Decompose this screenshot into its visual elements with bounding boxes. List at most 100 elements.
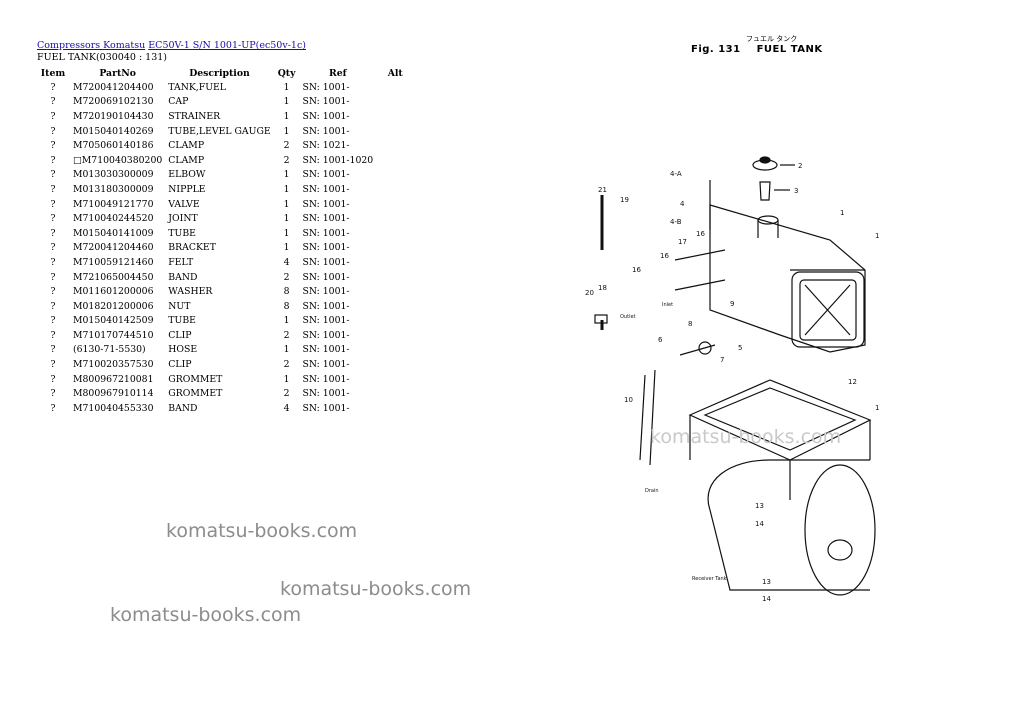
- watermark: komatsu-books.com: [110, 604, 302, 626]
- callout-13b: 13: [762, 578, 771, 586]
- callout-1: 1: [840, 209, 844, 217]
- cell-partno: M015040141009: [73, 227, 154, 239]
- label-inlet: Inlet: [662, 302, 673, 308]
- label-receiver-tank: Receiver Tank: [692, 576, 727, 582]
- cell-alt: [376, 80, 414, 95]
- cell-ref: SN: 1001-: [302, 329, 350, 341]
- cell-ref: SN: 1001-: [302, 198, 350, 210]
- cell-item: ?: [50, 402, 56, 414]
- cell-alt: [376, 182, 414, 197]
- watermark: komatsu-books.com: [166, 520, 358, 542]
- callout-16b: 16: [632, 266, 641, 274]
- cell-qty: 1: [283, 227, 290, 239]
- callout-4b: 4-B: [670, 218, 682, 226]
- cell-description: CLIP: [168, 329, 192, 341]
- cell-partno: M018201200006: [73, 300, 154, 312]
- cell-item: ?: [50, 373, 56, 385]
- breadcrumb-link-model[interactable]: EC50V-1 S/N 1001-UP(ec50v-1c): [148, 40, 307, 51]
- cell-partno: M710049121770: [73, 198, 154, 210]
- cell-ref: SN: 1001-: [302, 183, 350, 195]
- col-header-alt: Alt: [387, 67, 403, 79]
- cell-item: ?: [50, 256, 56, 268]
- callout-20: 20: [585, 289, 594, 297]
- cell-alt: [376, 226, 414, 241]
- cell-partno: M710040244520: [73, 213, 154, 225]
- cell-item: ?: [50, 286, 56, 298]
- cell-partno: M015040140269: [73, 125, 154, 137]
- callout-5: 5: [738, 344, 742, 352]
- cell-ref: SN: 1001-: [302, 315, 350, 327]
- cap-strainer-drawing: [752, 156, 795, 201]
- cell-item: ?: [50, 329, 56, 341]
- cell-item: ?: [50, 140, 56, 152]
- cell-alt: [376, 328, 414, 343]
- figure-jp-caption: フュエル タンク: [746, 35, 798, 43]
- cell-alt: [376, 138, 414, 153]
- cell-ref: SN: 1001-: [302, 286, 350, 298]
- cell-qty: 2: [283, 388, 290, 400]
- cell-alt: [376, 284, 414, 299]
- label-drain: Drain: [645, 488, 659, 494]
- cell-item: ?: [50, 198, 56, 210]
- cell-description: FELT: [168, 256, 194, 268]
- cell-ref: SN: 1001-: [302, 81, 350, 93]
- cell-qty: 1: [283, 183, 290, 195]
- cell-description: CLAMP: [168, 140, 205, 152]
- page-subtitle: FUEL TANK(030040 : 131): [37, 52, 167, 63]
- cell-description: TUBE: [168, 315, 196, 327]
- callout-16: 16: [696, 230, 705, 238]
- cell-partno: M800967910114: [73, 388, 154, 400]
- parts-table: Item PartNo Description Qty Ref Alt ?M72…: [36, 66, 414, 416]
- cell-ref: SN: 1001-: [302, 359, 350, 371]
- cell-ref: SN: 1021-: [302, 140, 350, 152]
- cell-description: JOINT: [168, 213, 198, 225]
- col-header-ref: Ref: [329, 67, 347, 79]
- cell-description: ELBOW: [168, 169, 206, 181]
- cell-item: ?: [50, 81, 56, 93]
- cell-ref: SN: 1001-: [302, 388, 350, 400]
- callout-10: 11: [875, 404, 880, 412]
- callout-8: 9: [730, 300, 734, 308]
- callout-15: 16: [660, 252, 669, 260]
- cell-partno: M710020357530: [73, 359, 154, 371]
- cell-qty: 4: [283, 256, 290, 268]
- callout-17: 17: [678, 238, 687, 246]
- cell-item: ?: [50, 227, 56, 239]
- cell-description: GROMMET: [168, 373, 223, 385]
- cell-qty: 2: [283, 271, 290, 283]
- cell-qty: 1: [283, 242, 290, 254]
- cell-partno: (6130-71-5530): [73, 344, 146, 356]
- piping-drawing: [594, 180, 726, 466]
- cell-ref: SN: 1001-: [302, 344, 350, 356]
- cell-alt: [376, 241, 414, 256]
- cell-partno: M011601200006: [73, 286, 154, 298]
- cell-description: STRAINER: [168, 110, 221, 122]
- cell-qty: 1: [283, 169, 290, 181]
- cell-ref: SN: 1001-: [302, 300, 350, 312]
- cell-ref: SN: 1001-: [302, 402, 350, 414]
- breadcrumb-link-category[interactable]: Compressors Komatsu: [37, 40, 146, 51]
- cell-partno: M720041204400: [73, 81, 154, 93]
- cell-item: ?: [50, 110, 56, 122]
- cell-ref: SN: 1001-: [302, 125, 350, 137]
- cell-partno: M710170744510: [73, 329, 154, 341]
- cell-description: VALVE: [168, 198, 200, 210]
- cell-ref: SN: 1001-: [302, 256, 350, 268]
- col-header-item: Item: [40, 67, 66, 79]
- cell-partno: M710040455330: [73, 402, 154, 414]
- callout-19: 19: [620, 196, 629, 204]
- cell-item: ?: [50, 344, 56, 356]
- cell-ref: SN: 1001-: [302, 373, 350, 385]
- cell-item: ?: [50, 359, 56, 371]
